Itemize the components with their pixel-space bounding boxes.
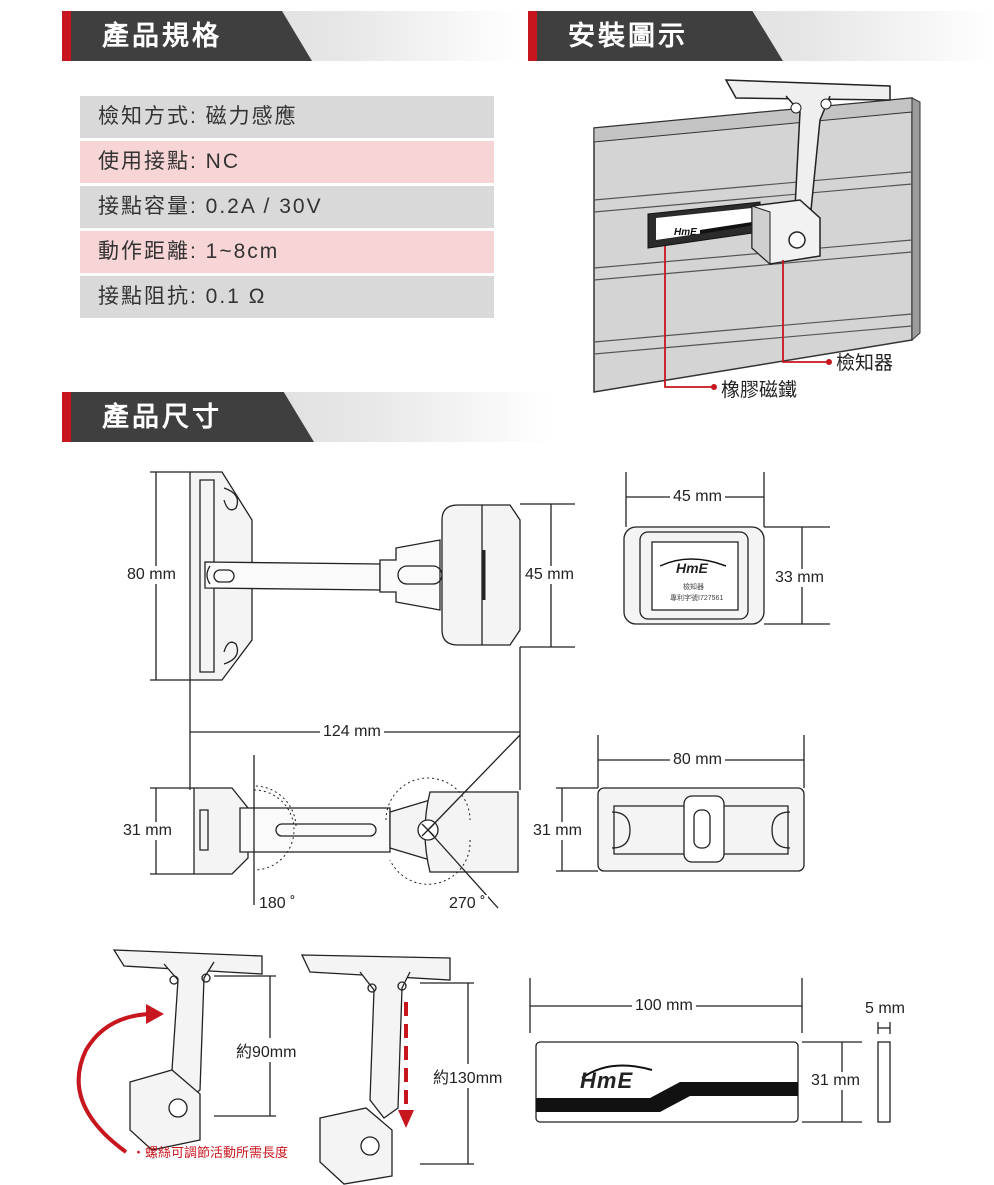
- size-header-title: 產品尺寸: [102, 402, 222, 432]
- dim-33mm: 33 mm: [772, 569, 827, 587]
- spec-value: 0.1 Ω: [205, 285, 267, 308]
- dim-124mm: 124 mm: [320, 723, 384, 741]
- spec-value: 0.2A / 30V: [205, 195, 323, 218]
- dim-100mm: 100 mm: [632, 997, 696, 1015]
- spec-row: 使用接點: NC: [80, 141, 494, 183]
- dim-5mm: 5 mm: [862, 1000, 908, 1018]
- spec-label: 使用接點: [98, 150, 190, 173]
- spec-header-title: 產品規格: [102, 21, 222, 51]
- spec-value: 磁力感應: [205, 105, 298, 128]
- install-header-title: 安裝圖示: [568, 21, 688, 51]
- dim-31mm-mid: 31 mm: [530, 822, 585, 840]
- spec-value: 1~8cm: [205, 240, 280, 263]
- angle-180: 180 ˚: [256, 895, 299, 913]
- spec-row: 檢知方式: 磁力感應: [80, 96, 494, 138]
- magnet-strip-logo: HmE: [580, 1068, 634, 1093]
- sensor-front-logo: HmE: [676, 560, 708, 576]
- spec-header: 產品規格: [62, 11, 520, 61]
- spec-row: 動作距離: 1~8cm: [80, 231, 494, 273]
- spec-label: 檢知方式: [98, 105, 190, 128]
- sensor-callout: 檢知器: [836, 353, 894, 374]
- spec-label: 接點阻抗: [98, 285, 190, 308]
- dim-approx-130mm: 約130mm: [430, 1064, 506, 1088]
- magnet-callout: 橡膠磁鐵: [721, 380, 798, 401]
- dim-45mm-width: 45 mm: [670, 488, 725, 506]
- spec-label: 接點容量: [98, 195, 190, 218]
- dim-approx-90mm: 約90mm: [233, 1038, 300, 1062]
- dim-80mm-base: 80 mm: [670, 751, 725, 769]
- adjustment-note: ・螺絲可調節活動所需長度: [132, 1145, 289, 1160]
- spec-value: NC: [205, 150, 241, 173]
- dim-45mm-depth: 45 mm: [522, 566, 577, 584]
- spec-row: 接點阻抗: 0.1 Ω: [80, 276, 494, 318]
- sensor-front-patent: 專利字號I727561: [670, 595, 724, 602]
- svg-text:HmE: HmE: [674, 227, 697, 238]
- install-header: 安裝圖示: [528, 11, 994, 61]
- angle-270: 270 ˚: [446, 895, 489, 913]
- spec-row: 接點容量: 0.2A / 30V: [80, 186, 494, 228]
- sensor-front-name: 檢知器: [683, 584, 704, 591]
- size-header: 產品尺寸: [62, 392, 552, 442]
- spec-label: 動作距離: [98, 240, 190, 263]
- dim-80mm-side: 80 mm: [124, 566, 179, 584]
- dim-31mm-magnet: 31 mm: [808, 1072, 863, 1090]
- dim-31mm-top: 31 mm: [120, 822, 175, 840]
